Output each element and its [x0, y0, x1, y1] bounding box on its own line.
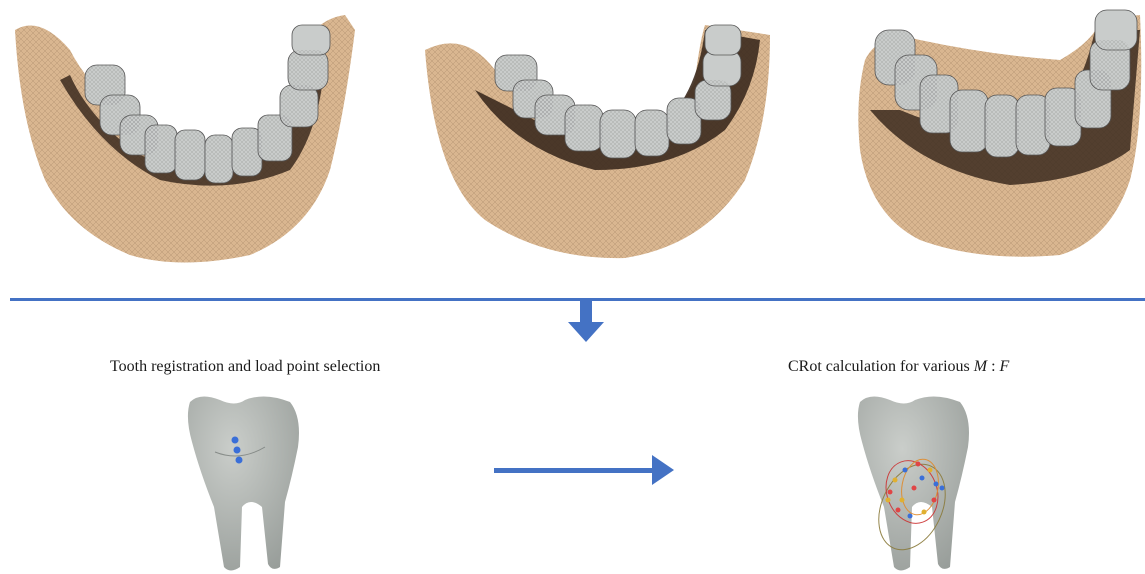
mandible-oblique-view: [405, 10, 775, 270]
caption-tooth-registration: Tooth registration and load point select…: [110, 358, 380, 376]
caption-var-f: F: [1000, 358, 1010, 375]
right-arrow-icon: [494, 455, 674, 485]
caption-crot-prefix: CRot calculation for various: [788, 358, 974, 375]
caption-separator: :: [987, 358, 999, 375]
load-point: [232, 437, 239, 444]
load-point: [236, 457, 243, 464]
tooth-crot-trajectories: [850, 392, 980, 574]
mandible-front-view: [0, 0, 370, 275]
tooth-load-point-selection: [180, 392, 310, 574]
down-arrow-icon: [568, 300, 604, 344]
mandible-side-view: [840, 0, 1145, 275]
caption-var-m: M: [974, 358, 987, 375]
caption-crot-calculation: CRot calculation for various M : F: [788, 358, 1009, 376]
load-point: [234, 447, 241, 454]
